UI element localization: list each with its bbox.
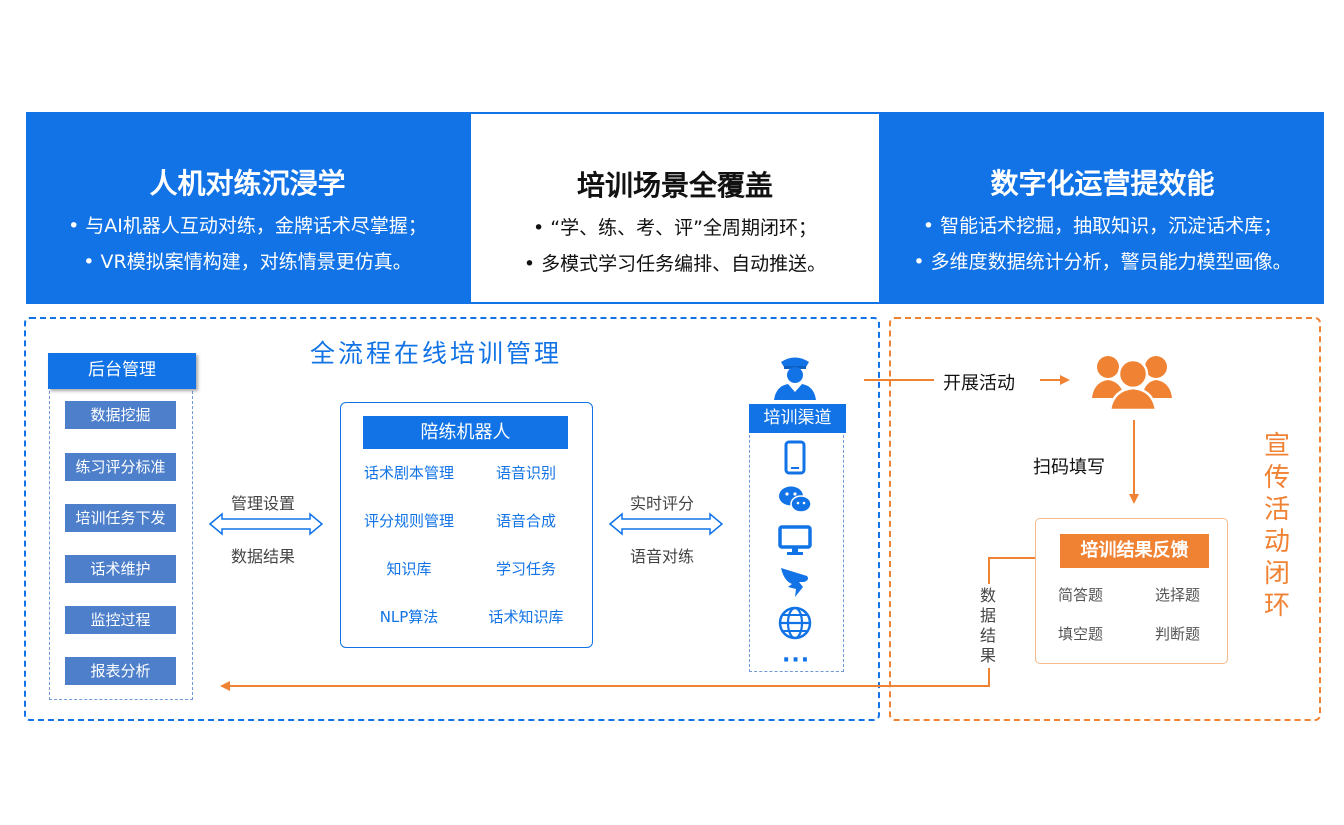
flow-title: 全流程在线培训管理 bbox=[310, 339, 563, 368]
backend-item: 练习评分标准 bbox=[65, 453, 176, 481]
result-item: 填空题 bbox=[1058, 625, 1104, 643]
police-officer-icon bbox=[774, 357, 816, 400]
banner-line: • 智能话术挖掘，抽取知识，沉淀话术库； bbox=[922, 215, 1283, 237]
banner-line: • 多模式学习任务编排、自动推送。 bbox=[523, 253, 827, 275]
backend-head: 后台管理 bbox=[48, 353, 196, 389]
arrow-back-to-backend-lower bbox=[220, 668, 990, 691]
backend-item: 报表分析 bbox=[65, 657, 176, 685]
banner-line: • 与AI机器人互动对练，金牌话术尽掌握； bbox=[68, 215, 427, 237]
banner-immersive-practice: 人机对练沉浸学 • 与AI机器人互动对练，金牌话术尽掌握； • VR模拟案情构建… bbox=[26, 112, 469, 304]
launch-activity-label: 开展活动 bbox=[943, 373, 1015, 394]
result-head: 培训结果反馈 bbox=[1060, 534, 1209, 568]
robot-head: 陪练机器人 bbox=[363, 416, 568, 449]
data-result-vertical-label: 数 据 结 果 bbox=[979, 586, 996, 665]
banner-digital-operation: 数字化运营提效能 • 智能话术挖掘，抽取知识，沉淀话术库； • 多维度数据统计分… bbox=[881, 112, 1324, 304]
globe-icon bbox=[778, 606, 812, 640]
dingtalk-icon bbox=[781, 568, 808, 597]
robot-item: 语音识别 bbox=[495, 464, 556, 482]
left-double-arrow bbox=[208, 512, 324, 536]
robot-item: 语音合成 bbox=[495, 512, 556, 530]
robot-item: 评分规则管理 bbox=[363, 512, 454, 530]
backend-item: 培训任务下发 bbox=[65, 504, 176, 532]
left-arrow-bottom-label: 数据结果 bbox=[231, 547, 296, 566]
arrow-back-to-backend bbox=[988, 557, 1035, 584]
training-management-area bbox=[24, 317, 880, 721]
promo-loop-vertical-label: 宣 传 活 动 闭 环 bbox=[1263, 431, 1290, 621]
banner-title: 数字化运营提效能 bbox=[990, 167, 1215, 200]
banner-title: 培训场景全覆盖 bbox=[576, 169, 773, 202]
banner-title: 人机对练沉浸学 bbox=[149, 167, 346, 200]
banner-line: • “学、练、考、评”全周期闭环； bbox=[533, 217, 817, 239]
result-feedback-box bbox=[1035, 518, 1228, 664]
right-arrow-bottom-label: 语音对练 bbox=[630, 547, 695, 566]
robot-item: NLP算法 bbox=[379, 608, 439, 626]
banner-line: • 多维度数据统计分析，警员能力模型画像。 bbox=[913, 251, 1292, 273]
more-channels-indicator: ··· bbox=[782, 648, 811, 673]
left-arrow-top-label: 管理设置 bbox=[231, 494, 296, 513]
banner-full-coverage: 培训场景全覆盖 • “学、练、考、评”全周期闭环； • 多模式学习任务编排、自动… bbox=[469, 112, 881, 304]
channel-head: 培训渠道 bbox=[749, 404, 846, 433]
monitor-icon bbox=[778, 525, 812, 555]
promotion-loop-area bbox=[889, 317, 1321, 721]
participants-icon bbox=[1092, 356, 1172, 410]
right-double-arrow bbox=[608, 512, 724, 536]
robot-item: 话术剧本管理 bbox=[363, 464, 454, 482]
robot-item: 学习任务 bbox=[495, 560, 556, 578]
robot-item: 知识库 bbox=[386, 560, 432, 578]
robot-box bbox=[340, 402, 593, 648]
banner-line: • VR模拟案情构建，对练情景更仿真。 bbox=[83, 251, 412, 273]
backend-item: 监控过程 bbox=[65, 606, 176, 634]
backend-item: 数据挖掘 bbox=[65, 401, 176, 429]
phone-icon bbox=[784, 440, 806, 475]
robot-item: 话术知识库 bbox=[488, 608, 564, 626]
scan-fill-label: 扫码填写 bbox=[1033, 457, 1105, 478]
right-arrow-top-label: 实时评分 bbox=[630, 494, 695, 513]
wechat-icon bbox=[779, 486, 812, 513]
backend-item: 话术维护 bbox=[65, 555, 176, 583]
result-item: 简答题 bbox=[1058, 586, 1104, 604]
result-item: 判断题 bbox=[1155, 625, 1201, 643]
result-item: 选择题 bbox=[1155, 586, 1201, 604]
